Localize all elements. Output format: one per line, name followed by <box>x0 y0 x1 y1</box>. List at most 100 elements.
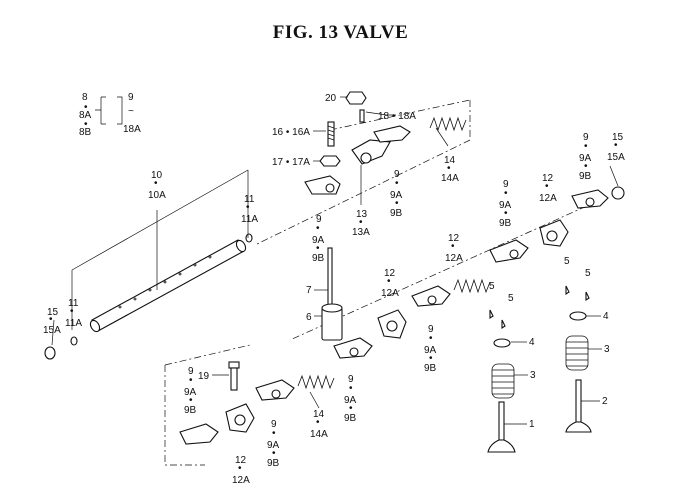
spring-retainer <box>569 311 587 321</box>
callout-9a: 9A <box>390 190 403 201</box>
rocker-arm <box>377 309 407 339</box>
callout-dot: • <box>584 161 588 172</box>
callout-dot: • <box>70 306 74 317</box>
callout-18: 18 • 18A <box>378 111 416 122</box>
callout-dot: • <box>84 119 88 130</box>
callout-5: 5 <box>508 293 514 304</box>
callout-20: 20 <box>325 93 337 104</box>
callout-7: 7 <box>306 285 312 296</box>
callout-9: 9 <box>583 132 589 143</box>
callout-9b: 9B <box>344 413 357 424</box>
assembly-outline <box>164 99 601 466</box>
adjust-screw-16 <box>327 121 335 147</box>
spring-14 <box>429 116 467 132</box>
callout-8: 8 <box>82 92 88 103</box>
callout-3: 3 <box>530 370 536 381</box>
callout-15: 15 <box>612 132 624 143</box>
callout-14: 14 <box>444 155 456 166</box>
shaft-plug-left <box>70 336 78 346</box>
callout-9a: 9A <box>184 387 197 398</box>
rocker-arm <box>351 139 391 165</box>
callout-9b: 9B <box>579 171 592 182</box>
callout-6: 6 <box>306 312 312 323</box>
callout-9: 9 <box>271 419 277 430</box>
callout-dot: • <box>395 198 399 209</box>
callout-16: 16 • 16A <box>272 127 310 138</box>
callout-1: 1 <box>529 419 535 430</box>
callout-12: 12 <box>384 268 396 279</box>
leader-lines <box>51 96 619 425</box>
rocker-arm <box>225 403 255 433</box>
callout-11: 11 <box>244 194 255 205</box>
nut-17 <box>319 155 341 167</box>
snap-ring-left <box>44 346 56 360</box>
rocker-arm <box>333 337 373 359</box>
tappet <box>321 303 343 341</box>
valve-spring <box>565 335 589 371</box>
callout-10: 10 <box>151 170 163 181</box>
callout-12: 12 <box>448 233 460 244</box>
intake-valve <box>487 401 516 453</box>
callout-dot: • <box>429 353 433 364</box>
callout-13: 13 <box>356 209 368 220</box>
callout-10a: 10A <box>148 190 166 201</box>
callout-dot: • <box>545 181 549 192</box>
callout-dot: • <box>584 141 588 152</box>
callout-dot: • <box>189 375 193 386</box>
bolt-18 <box>359 109 365 123</box>
rocker-arm <box>411 285 451 307</box>
callout-9a: 9A <box>579 153 592 164</box>
callout-18a-top: 18A <box>123 124 141 135</box>
callout-12a: 12A <box>381 288 399 299</box>
rocker-arm <box>304 175 341 195</box>
callout-5: 5 <box>564 256 570 267</box>
callout-9-top: 9 <box>128 92 134 103</box>
callout-dot: • <box>154 178 158 189</box>
callout-9: 9 <box>428 324 434 335</box>
rocker-arm <box>373 125 411 143</box>
callout-9b: 9B <box>184 405 197 416</box>
callout-dot: • <box>359 217 363 228</box>
callout-12: 12 <box>235 455 247 466</box>
callout-12: 12 <box>542 173 554 184</box>
spring-12 <box>453 278 491 294</box>
spring-14-lower <box>297 374 335 390</box>
callout-dot: • <box>429 333 433 344</box>
callout-14: 14 <box>313 409 325 420</box>
lock-nut-20 <box>345 91 367 105</box>
callout-dot: • <box>395 178 399 189</box>
callout-dot: • <box>238 463 242 474</box>
rocker-arm <box>489 239 529 263</box>
callout-4: 4 <box>529 337 535 348</box>
pushrod <box>327 247 333 309</box>
callout-dot: • <box>316 223 320 234</box>
callout-9a: 9A <box>499 200 512 211</box>
rocker-arm <box>255 379 295 401</box>
callout-9: 9 <box>316 214 322 225</box>
callout-dot: • <box>272 448 276 459</box>
callout-tilde: ~ <box>128 106 134 117</box>
callout-15: 15 <box>47 307 59 318</box>
callout-9a: 9A <box>267 440 280 451</box>
callout-17: 17 • 17A <box>272 157 310 168</box>
callout-9a: 9A <box>312 235 325 246</box>
spring-retainer <box>493 338 511 348</box>
exhaust-valve <box>565 379 592 433</box>
cotter-pair <box>565 285 590 302</box>
rocker-shaft <box>89 239 247 333</box>
callout-dot: • <box>246 202 250 213</box>
callout-dot: • <box>504 208 508 219</box>
callout-11a: 11A <box>241 214 258 225</box>
callout-dot: • <box>272 428 276 439</box>
callout-8b: 8B <box>79 127 92 138</box>
callout-dot: • <box>504 188 508 199</box>
callout-dot: • <box>447 163 451 174</box>
callout-9b: 9B <box>424 363 437 374</box>
figure-title: FIG. 13 VALVE <box>272 22 409 43</box>
callout-dot: • <box>316 417 320 428</box>
rocker-arm <box>179 423 219 445</box>
valve-spring <box>491 363 515 399</box>
callout-11: 11 <box>68 298 79 309</box>
callout-15a: 15A <box>43 325 61 336</box>
callout-5: 5 <box>489 281 495 292</box>
